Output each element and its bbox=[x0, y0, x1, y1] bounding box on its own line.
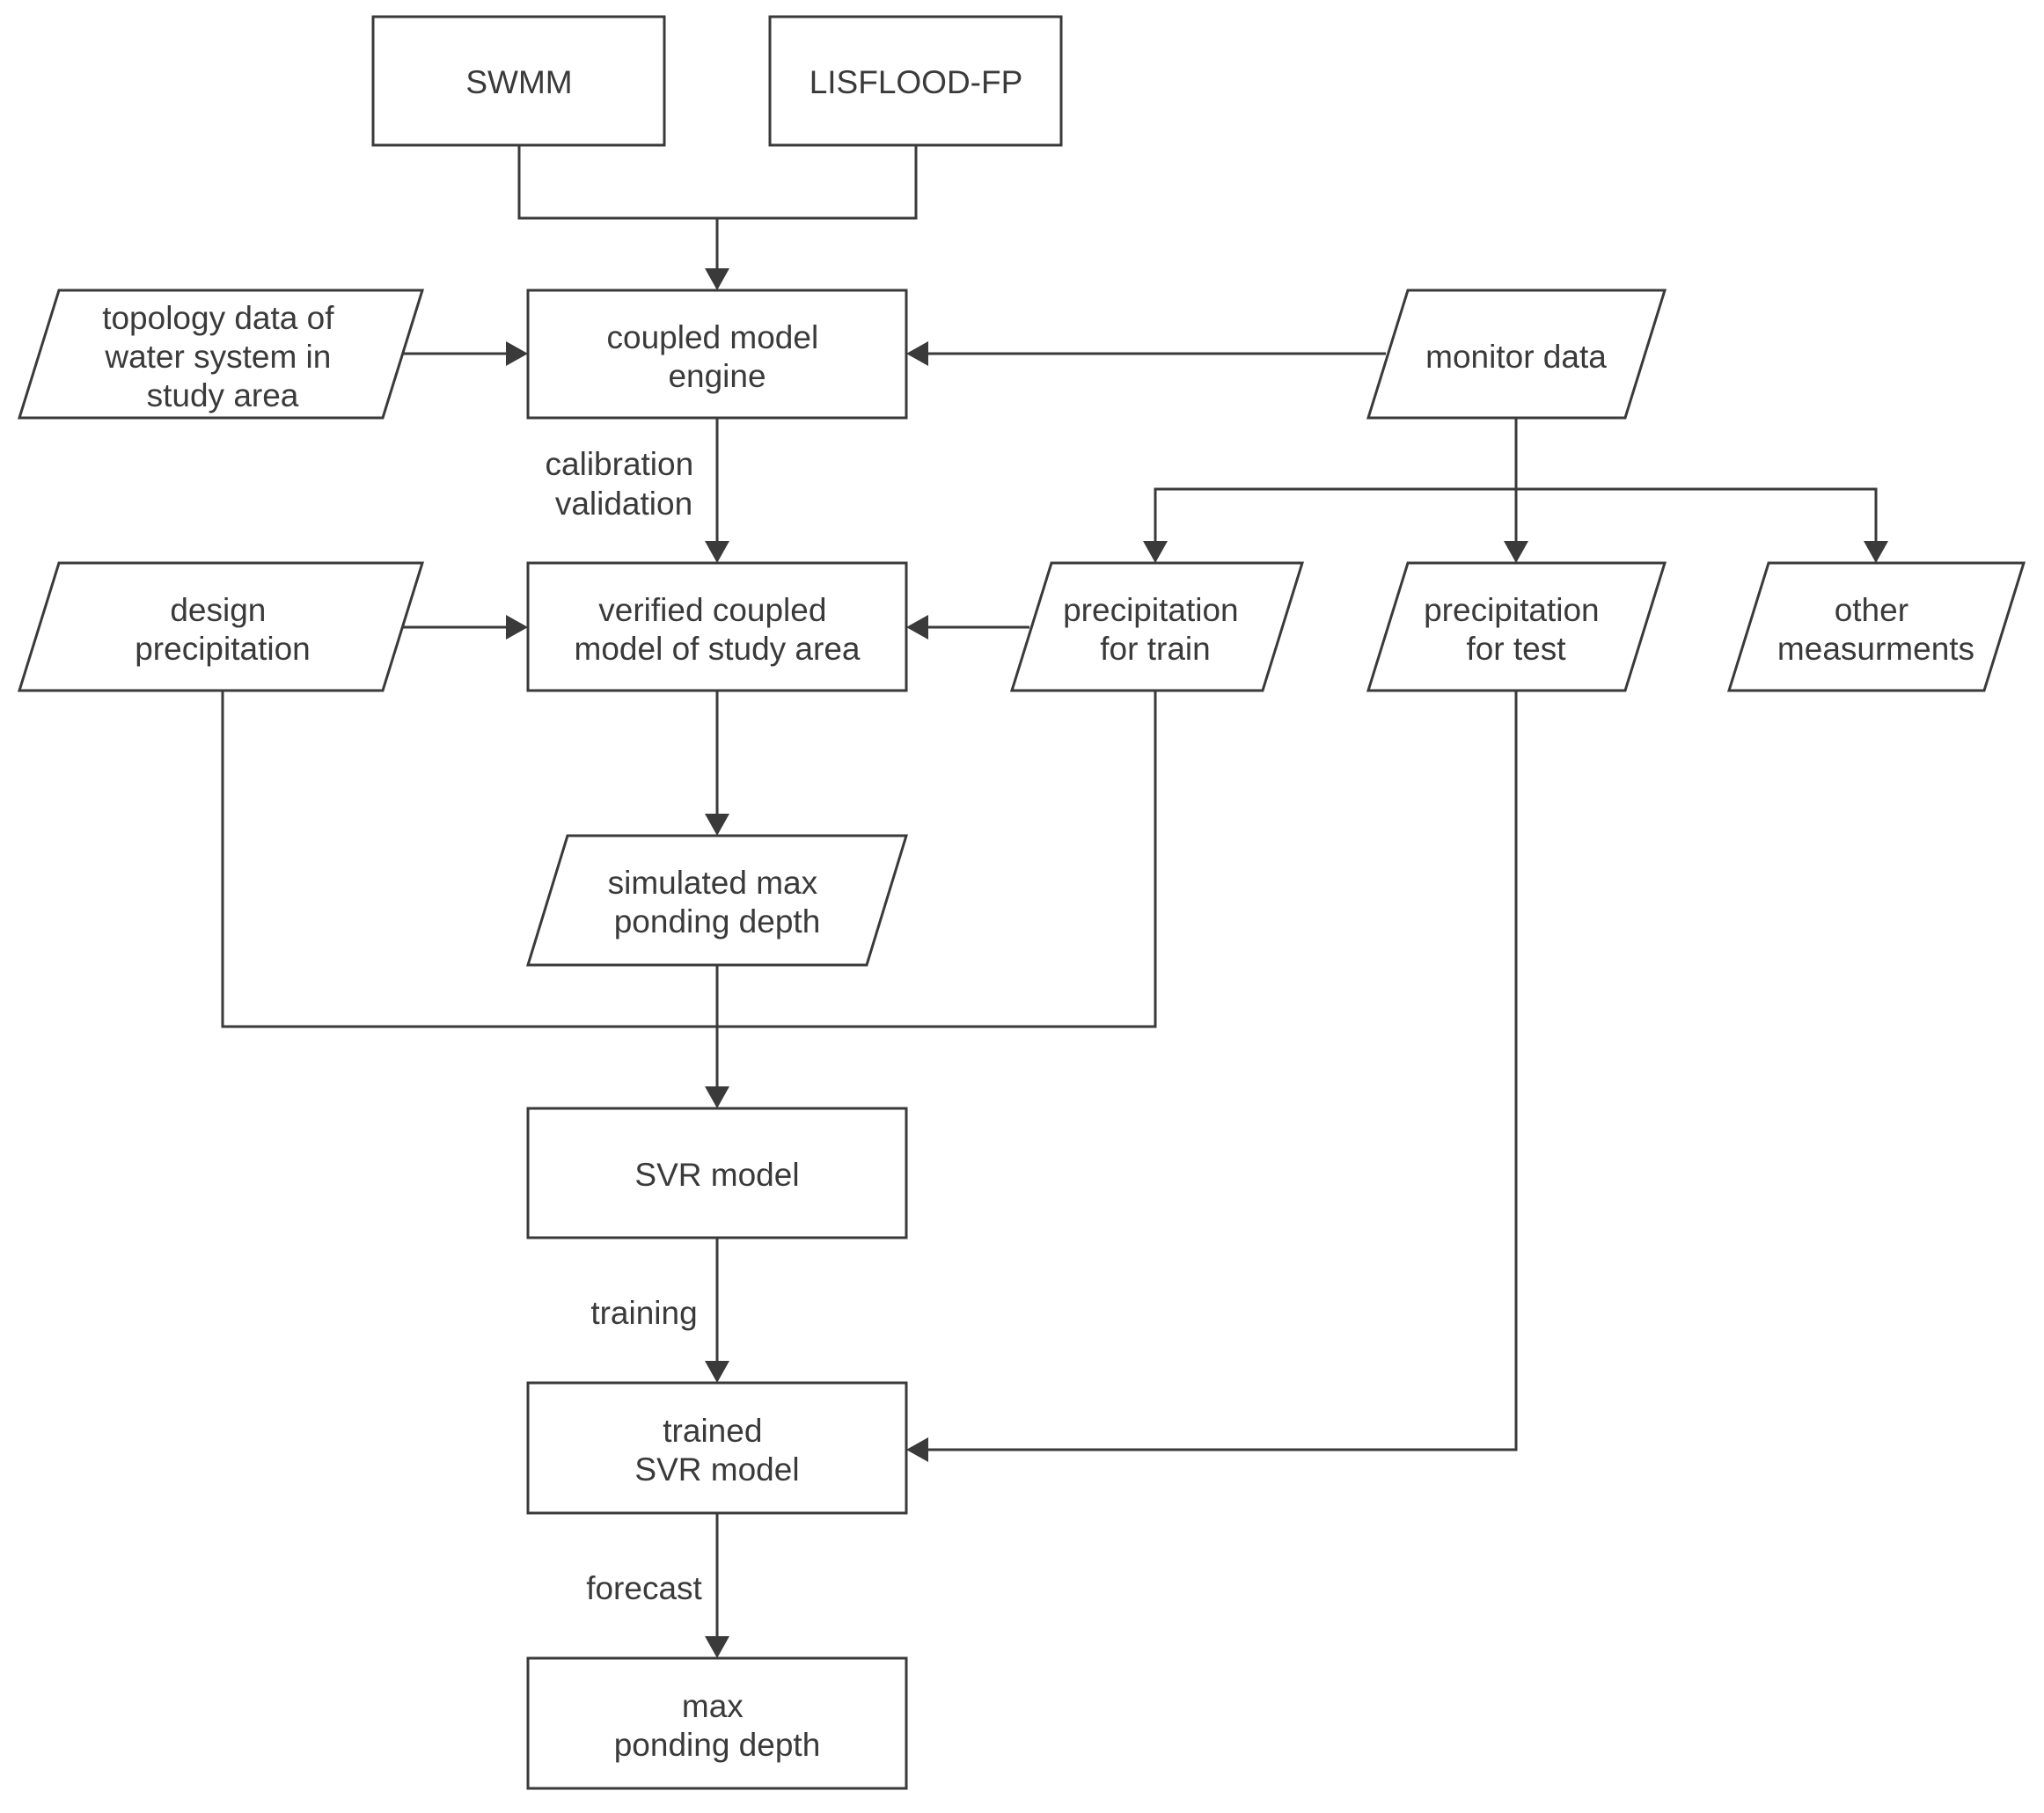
node-swmm: SWMM bbox=[371, 15, 666, 147]
svg-text:design precipitation: design precipitation bbox=[135, 592, 311, 667]
arrowhead-to-simulated bbox=[705, 814, 729, 836]
node-simulated-max-ponding-depth: simulated max ponding depth bbox=[525, 834, 909, 967]
arrowhead-to-verified-right bbox=[906, 615, 928, 640]
arrowhead-to-trained-right bbox=[906, 1437, 928, 1462]
node-max-ponding-depth: max ponding depth bbox=[526, 1656, 908, 1790]
arrowhead-to-precip-test bbox=[1504, 541, 1528, 563]
svg-text:coupled model engine: coupled model engine bbox=[607, 319, 828, 394]
svg-text:max ponding depth: max ponding depth bbox=[614, 1688, 821, 1763]
svg-text:other measurments: other measurments bbox=[1777, 592, 1974, 667]
arrowhead-to-other-meas bbox=[1864, 541, 1888, 563]
node-precipitation-for-test: precipitation for test bbox=[1366, 561, 1667, 692]
svg-text:topology data of water s: topology data of water system in study a… bbox=[102, 300, 343, 413]
node-other-measurments: other measurments bbox=[1726, 561, 2026, 692]
connector-swmm-down bbox=[517, 145, 918, 220]
arrowhead-to-engine-left bbox=[506, 341, 528, 366]
svg-text:monitor data: monitor data bbox=[1425, 339, 1607, 375]
arrowhead-to-verified-top bbox=[705, 541, 729, 563]
svg-text:trained SVR model: trained SVR model bbox=[634, 1413, 799, 1488]
arrowhead-to-engine-top bbox=[705, 268, 729, 290]
node-lisflood-fp: LISFLOOD-FP bbox=[768, 15, 1063, 147]
svg-text:LISFLOOD-FP: LISFLOOD-FP bbox=[810, 64, 1023, 100]
connectors bbox=[221, 145, 1888, 1658]
node-monitor-data: monitor data bbox=[1366, 289, 1667, 420]
node-coupled-model-engine: coupled model engine bbox=[526, 289, 908, 420]
arrowhead-to-max-depth bbox=[705, 1636, 729, 1658]
arrowhead-to-precip-train bbox=[1143, 541, 1168, 563]
arrowhead-to-engine-right bbox=[906, 341, 928, 366]
node-design-precipitation: design precipitation bbox=[17, 561, 425, 692]
node-precipitation-for-train: precipitation for train bbox=[1009, 561, 1305, 692]
connector-test-to-trained bbox=[924, 691, 1518, 1451]
connector-monitor-split bbox=[1154, 487, 1878, 545]
connector-design-to-svr bbox=[221, 691, 1157, 1028]
arrowhead-to-trained-top bbox=[705, 1361, 729, 1383]
svg-text:SWMM: SWMM bbox=[465, 64, 572, 100]
svg-text:precipitation for test: precipitation for test bbox=[1424, 592, 1608, 667]
node-topology-data: topology data of water system in study a… bbox=[17, 289, 425, 420]
node-svr-model: SVR model bbox=[526, 1107, 908, 1239]
edge-label-forecast: forecast bbox=[586, 1570, 702, 1606]
edge-label-calibration: calibration validation bbox=[546, 446, 703, 522]
arrowhead-to-svr bbox=[705, 1086, 729, 1108]
node-trained-svr-model: trained SVR model bbox=[526, 1381, 908, 1515]
node-verified-coupled-model: verified coupled model of study area bbox=[526, 561, 908, 692]
svg-text:SVR model: SVR model bbox=[634, 1157, 799, 1193]
svg-text:precipitation for train: precipitation for train bbox=[1063, 592, 1248, 667]
svg-text:simulated max ponding de: simulated max ponding depth bbox=[608, 865, 827, 939]
svg-text:verified coupled model o: verified coupled model of study area bbox=[575, 592, 861, 667]
edge-label-training: training bbox=[590, 1295, 697, 1331]
arrowhead-to-verified-left bbox=[506, 615, 528, 640]
